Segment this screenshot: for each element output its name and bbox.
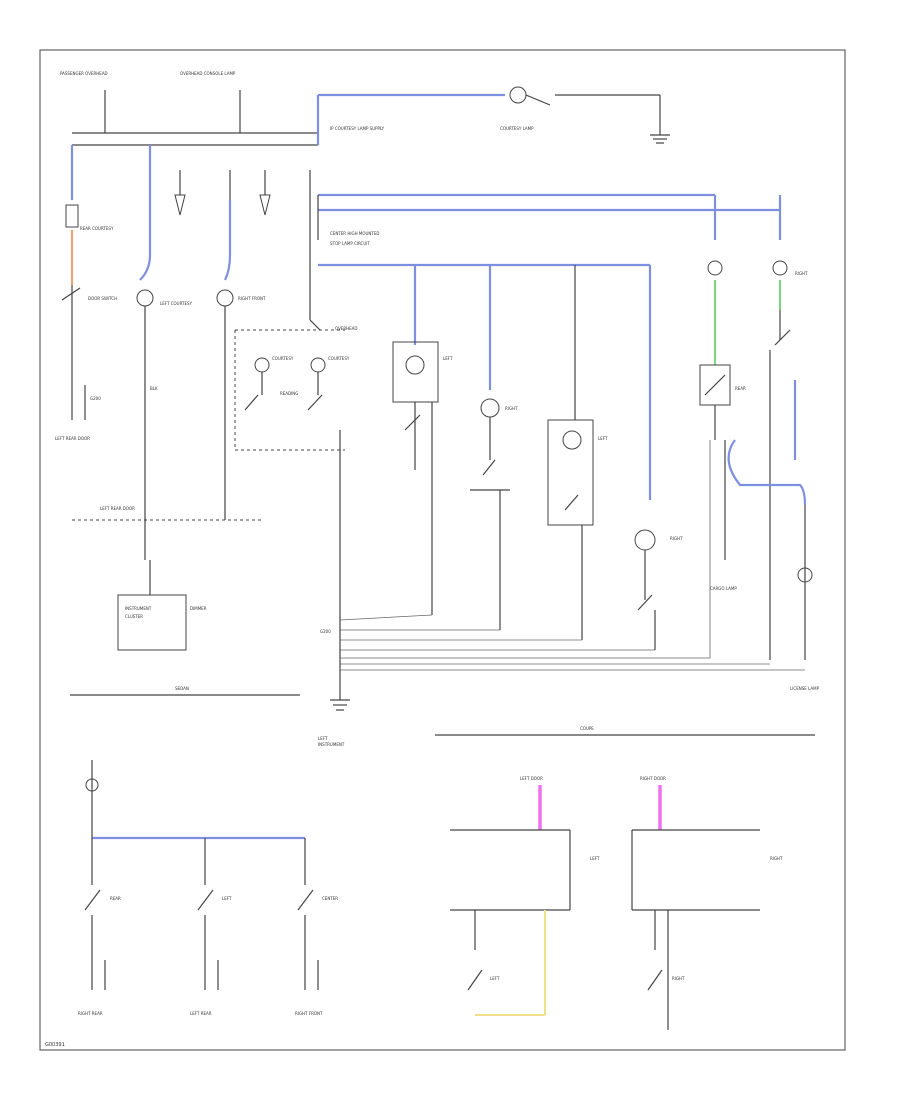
- svg-text:RIGHT: RIGHT: [670, 536, 683, 541]
- svg-text:RIGHT DOOR: RIGHT DOOR: [640, 776, 666, 781]
- svg-text:DIMMER: DIMMER: [190, 606, 207, 611]
- svg-text:CENTER: CENTER: [322, 896, 338, 901]
- svg-text:COURTESY: COURTESY: [328, 356, 350, 361]
- svg-text:REAR: REAR: [110, 896, 121, 901]
- svg-text:OVERHEAD: OVERHEAD: [335, 326, 357, 331]
- svg-text:LEFT: LEFT: [598, 436, 608, 441]
- svg-text:READING: READING: [280, 391, 298, 396]
- svg-text:LEFT REAR DOOR: LEFT REAR DOOR: [100, 506, 135, 511]
- svg-text:DOOR SWITCH: DOOR SWITCH: [88, 296, 117, 301]
- diagram-frame: [39, 49, 846, 1051]
- cluster-box: INSTRUMENT CLUSTER DIMMER LEFT REAR DOOR: [72, 506, 262, 651]
- svg-text:IP COURTESY LAMP SUPPLY: IP COURTESY LAMP SUPPLY: [330, 126, 385, 131]
- svg-text:LEFT REAR DOOR: LEFT REAR DOOR: [55, 436, 90, 441]
- svg-text:COURTESY LAMP: COURTESY LAMP: [500, 126, 534, 131]
- svg-text:G200: G200: [320, 629, 331, 634]
- svg-text:LEFT: LEFT: [490, 976, 500, 981]
- lower-right-section: COUPE LEFT DOOR RIGHT DOOR LEFT RIGHT LE…: [435, 726, 815, 1030]
- svg-text:REAR: REAR: [735, 386, 746, 391]
- svg-text:STOP LAMP CIRCUIT: STOP LAMP CIRCUIT: [330, 241, 370, 246]
- svg-text:RIGHT: RIGHT: [795, 271, 808, 276]
- svg-text:LEFT DOOR: LEFT DOOR: [520, 776, 543, 781]
- lower-left-section: SEDAN REAR LEFT CENTER RIGHT REAR LEFT R…: [70, 686, 338, 1016]
- svg-text:LEFT REAR: LEFT REAR: [190, 1011, 212, 1016]
- svg-text:RIGHT FRONT: RIGHT FRONT: [238, 296, 266, 301]
- svg-text:LEFT: LEFT: [318, 736, 328, 741]
- svg-text:COURTESY: COURTESY: [272, 356, 294, 361]
- svg-text:OVERHEAD CONSOLE LAMP: OVERHEAD CONSOLE LAMP: [180, 71, 236, 76]
- left-column: G200 LEFT REAR DOOR REAR COURTESY DOOR S…: [55, 145, 321, 560]
- svg-text:RIGHT: RIGHT: [672, 976, 685, 981]
- svg-text:INSTRUMENT: INSTRUMENT: [125, 606, 152, 611]
- svg-text:RIGHT: RIGHT: [770, 856, 783, 861]
- right-components: REAR RIGHT LICENSE LAMP CARGO LAMP: [699, 260, 820, 691]
- svg-text:SEDAN: SEDAN: [175, 686, 189, 691]
- svg-text:INSTRUMENT: INSTRUMENT: [318, 742, 345, 747]
- center-module: COURTESY COURTESY READING OVERHEAD: [234, 326, 357, 451]
- svg-text:COUPE: COUPE: [580, 726, 594, 731]
- svg-text:LEFT COURTESY: LEFT COURTESY: [160, 301, 193, 306]
- svg-text:RIGHT FRONT: RIGHT FRONT: [295, 1011, 323, 1016]
- svg-text:RIGHT REAR: RIGHT REAR: [78, 1011, 103, 1016]
- diagram-code: G00391: [45, 1042, 65, 1048]
- svg-text:CLUSTER: CLUSTER: [125, 614, 143, 619]
- svg-text:CENTER HIGH MOUNTED: CENTER HIGH MOUNTED: [330, 231, 379, 236]
- svg-text:RIGHT: RIGHT: [505, 406, 518, 411]
- svg-text:G200: G200: [90, 396, 101, 401]
- svg-text:LICENSE LAMP: LICENSE LAMP: [790, 686, 820, 691]
- main-blue-wires: CENTER HIGH MOUNTED STOP LAMP CIRCUIT: [317, 193, 782, 500]
- svg-text:LEFT: LEFT: [222, 896, 232, 901]
- top-bus: PASSENGER OVERHEAD OVERHEAD CONSOLE LAMP…: [60, 71, 670, 146]
- svg-text:BLK: BLK: [150, 386, 158, 391]
- svg-text:REAR COURTESY: REAR COURTESY: [80, 226, 114, 231]
- svg-text:CARGO LAMP: CARGO LAMP: [710, 586, 737, 591]
- switch-group-middle: LEFT RIGHT LEFT RIGHT: [392, 341, 683, 650]
- svg-text:LEFT: LEFT: [443, 356, 453, 361]
- svg-text:LEFT: LEFT: [590, 856, 600, 861]
- svg-text:PASSENGER OVERHEAD: PASSENGER OVERHEAD: [60, 71, 108, 76]
- ground-bus: LEFT INSTRUMENT G200: [318, 430, 805, 747]
